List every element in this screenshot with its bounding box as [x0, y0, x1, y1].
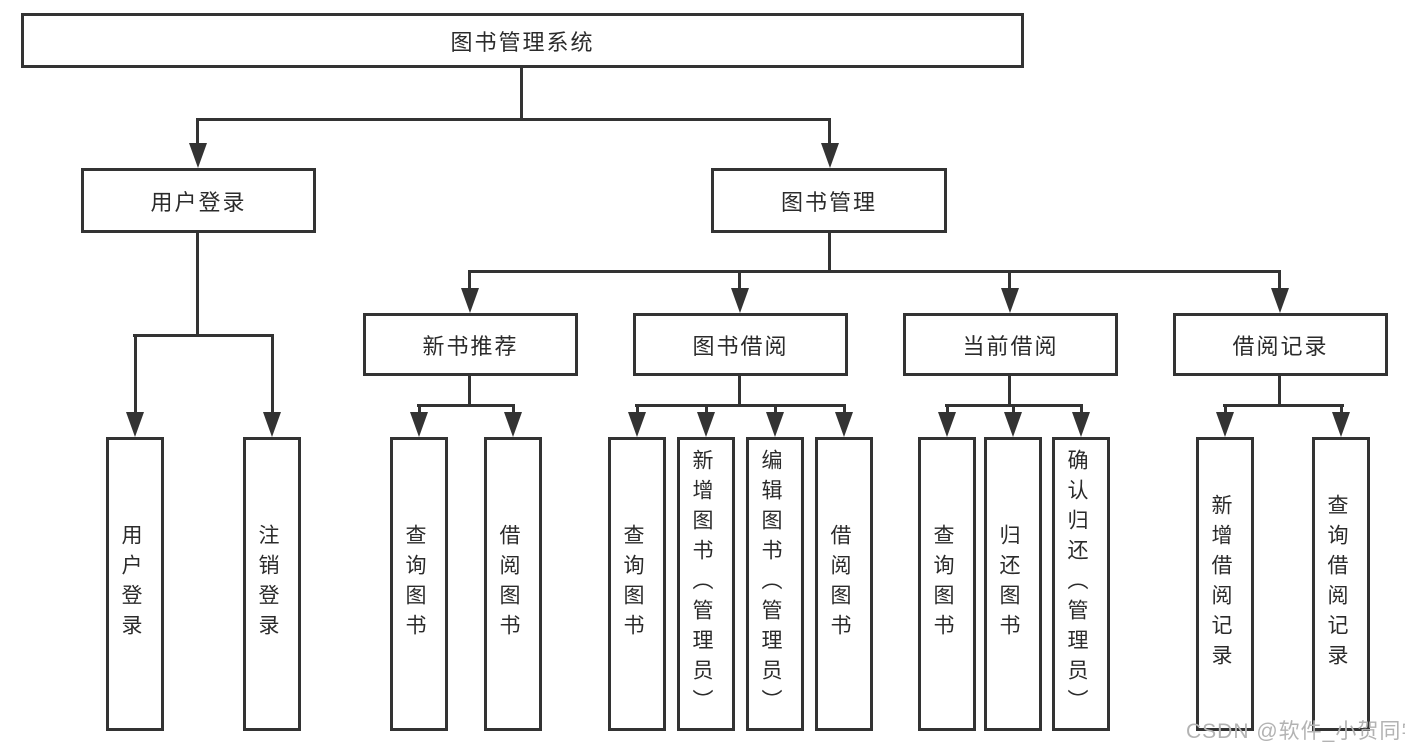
leaf-bb-query-books: 查询图书: [608, 437, 666, 731]
connector-user-login-stem: [196, 233, 199, 337]
leaf-logout: 注销登录: [243, 437, 301, 731]
node-user-login-label: 用户登录: [150, 189, 247, 215]
leaf-bb-borrow-books: 借阅图书: [815, 437, 873, 731]
connector-rec-rail: [417, 404, 515, 407]
connector-br-stem: [1278, 376, 1281, 407]
leaf-br-query-record: 查询借阅记录: [1312, 437, 1370, 731]
connector-stem-borrowing-records: [1278, 270, 1281, 291]
node-current-borrowing-label: 当前借阅: [962, 333, 1059, 359]
leaf-bb-edit-books-admin-label: 编辑图书（管理员）: [759, 449, 782, 719]
node-root-label: 图书管理系统: [450, 29, 595, 55]
connector-stem-cb-confirm: [1080, 406, 1083, 416]
leaf-bb-borrow-books-label: 借阅图书: [828, 524, 851, 644]
arrow-down-icon: [628, 412, 646, 437]
csdn-watermark: CSDN @软件_小贺同学: [1186, 720, 1405, 743]
node-book-borrowing: 图书借阅: [633, 313, 848, 376]
connector-stem-bb-borrow: [843, 406, 846, 416]
connector-stem-cb-return: [1012, 406, 1015, 416]
connector-stem-rec-query: [418, 406, 421, 416]
arrow-down-icon: [263, 412, 281, 437]
node-book-management-label: 图书管理: [780, 189, 877, 215]
leaf-rec-query-books: 查询图书: [390, 437, 448, 731]
connector-stem-bb-add: [705, 406, 708, 416]
arrow-down-icon: [1271, 288, 1289, 313]
connector-stem-leaf-login: [134, 336, 137, 414]
leaf-cb-query-books: 查询图书: [918, 437, 976, 731]
node-new-book-recommendation: 新书推荐: [363, 313, 578, 376]
arrow-down-icon: [126, 412, 144, 437]
connector-stem-new-book-rec: [468, 270, 471, 291]
connector-bb-rail: [635, 404, 846, 407]
leaf-user-login-label: 用户登录: [119, 524, 142, 644]
arrow-down-icon: [1216, 412, 1234, 437]
leaf-cb-return-books-label: 归还图书: [997, 524, 1020, 644]
connector-level2-rail: [468, 270, 1281, 273]
connector-stem-cb-query: [946, 406, 949, 416]
leaf-rec-query-books-label: 查询图书: [403, 524, 426, 644]
leaf-cb-return-books: 归还图书: [984, 437, 1042, 731]
connector-root-stem: [520, 68, 523, 121]
node-root: 图书管理系统: [21, 13, 1024, 68]
connector-cb-rail: [945, 404, 1083, 407]
leaf-bb-edit-books-admin: 编辑图书（管理员）: [746, 437, 804, 731]
connector-bb-stem: [738, 376, 741, 407]
leaf-br-query-record-label: 查询借阅记录: [1325, 494, 1348, 674]
connector-book-management-stem: [828, 233, 831, 273]
connector-br-rail: [1223, 404, 1344, 407]
connector-stem-leaf-logout: [271, 336, 274, 414]
arrow-down-icon: [938, 412, 956, 437]
arrow-down-icon: [697, 412, 715, 437]
leaf-cb-confirm-return-admin: 确认归还（管理员）: [1052, 437, 1110, 731]
arrow-down-icon: [504, 412, 522, 437]
node-book-borrowing-label: 图书借阅: [692, 333, 789, 359]
leaf-br-add-record-label: 新增借阅记录: [1209, 494, 1232, 674]
node-user-login: 用户登录: [81, 168, 316, 233]
node-borrowing-records-label: 借阅记录: [1232, 333, 1329, 359]
connector-cb-stem: [1008, 376, 1011, 407]
connector-rec-stem: [468, 376, 471, 407]
leaf-cb-confirm-return-admin-label: 确认归还（管理员）: [1065, 449, 1088, 719]
arrow-down-icon: [835, 412, 853, 437]
leaf-rec-borrow-books: 借阅图书: [484, 437, 542, 731]
arrow-down-icon: [189, 143, 207, 168]
connector-user-login-rail: [133, 334, 274, 337]
arrow-down-icon: [731, 288, 749, 313]
node-book-management: 图书管理: [711, 168, 947, 233]
connector-stem-bb-edit: [774, 406, 777, 416]
leaf-rec-borrow-books-label: 借阅图书: [497, 524, 520, 644]
leaf-bb-add-books-admin: 新增图书（管理员）: [677, 437, 735, 731]
node-borrowing-records: 借阅记录: [1173, 313, 1388, 376]
arrow-down-icon: [766, 412, 784, 437]
leaf-br-add-record: 新增借阅记录: [1196, 437, 1254, 731]
connector-stem-br-add: [1224, 406, 1227, 416]
arrow-down-icon: [1004, 412, 1022, 437]
leaf-bb-add-books-admin-label: 新增图书（管理员）: [690, 449, 713, 719]
arrow-down-icon: [821, 143, 839, 168]
connector-stem-user-login: [196, 118, 199, 146]
arrow-down-icon: [1332, 412, 1350, 437]
leaf-bb-query-books-label: 查询图书: [621, 524, 644, 644]
connector-stem-bb-query: [636, 406, 639, 416]
leaf-logout-label: 注销登录: [256, 524, 279, 644]
connector-stem-rec-borrow: [512, 406, 515, 416]
connector-stem-br-query: [1340, 406, 1343, 416]
leaf-user-login: 用户登录: [106, 437, 164, 731]
node-new-book-recommendation-label: 新书推荐: [422, 333, 519, 359]
connector-stem-book-management: [828, 118, 831, 146]
connector-level1-rail: [196, 118, 831, 121]
connector-stem-book-borrowing: [738, 270, 741, 291]
arrow-down-icon: [1001, 288, 1019, 313]
leaf-cb-query-books-label: 查询图书: [931, 524, 954, 644]
node-current-borrowing: 当前借阅: [903, 313, 1118, 376]
arrow-down-icon: [461, 288, 479, 313]
arrow-down-icon: [1072, 412, 1090, 437]
connector-stem-current-borrowing: [1008, 270, 1011, 291]
arrow-down-icon: [410, 412, 428, 437]
